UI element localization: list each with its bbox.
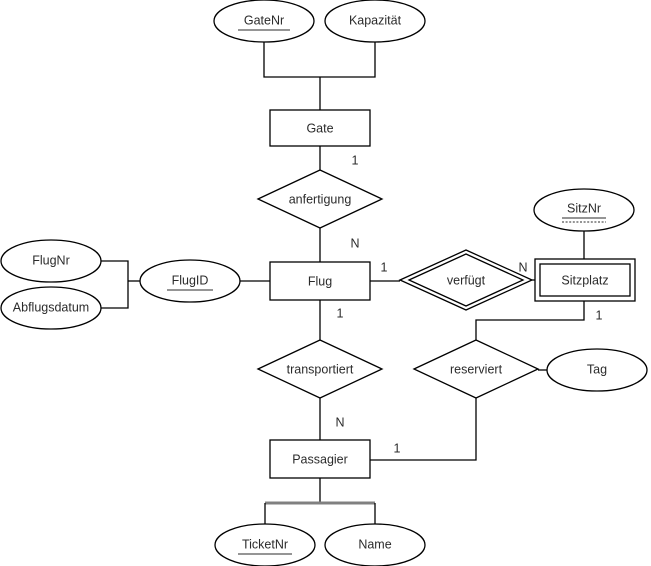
attribute-flugnr[interactable]: FlugNr [0,239,102,283]
connector-reserviert-to-passagier [370,398,477,461]
entity-passagier[interactable]: Passagier [269,439,371,479]
entity-gate-box[interactable] [269,109,371,147]
cardinality-layer: 1 N 1 N 1 N 1 1 [335,153,602,455]
attribute-kapazitaet-label: Kapazität [349,13,402,27]
relationship-anfertigung[interactable]: anfertigung [256,169,384,229]
attribute-ticketnr-label: TicketNr [242,537,288,551]
attribute-gatenr[interactable]: GateNr [213,0,315,43]
connector-layer [101,42,585,524]
relationship-verfuegt-identifying[interactable]: verfügt [398,249,534,311]
attribute-ticketnr[interactable]: TicketNr [214,523,316,566]
attribute-name[interactable]: Name [324,523,426,566]
entity-passagier-label: Passagier [292,452,348,466]
attribute-kapazitaet[interactable]: Kapazität [324,0,426,43]
connector-gatenr-to-bus [263,42,376,78]
cardinality-transportiert-passagier: N [335,415,344,429]
attribute-kapazitaet-ellipse[interactable] [324,0,426,43]
attribute-flugid[interactable]: FlugID [139,259,241,303]
relationship-anfertigung-diamond[interactable] [256,169,384,229]
attribute-flugid-ellipse[interactable] [139,259,241,303]
cardinality-flug-transportiert: 1 [337,306,344,320]
attribute-tag-label: Tag [587,362,607,376]
attribute-abflugsdatum-ellipse[interactable] [0,286,102,330]
attribute-flugnr-ellipse[interactable] [0,239,102,283]
relationship-reserviert-diamond[interactable] [412,339,540,399]
entity-passagier-box[interactable] [269,439,371,479]
entity-sitzplatz-outer-box[interactable] [534,258,636,302]
attribute-abflugsdatum[interactable]: Abflugsdatum [0,286,102,330]
relationship-transportiert-diamond[interactable] [256,339,384,399]
cardinality-sitzplatz-reserviert: 1 [596,308,603,322]
entity-gate[interactable]: Gate [269,109,371,147]
entity-sitzplatz-inner-box [539,263,631,297]
cardinality-anfertigung-flug: N [350,236,359,250]
attribute-tag[interactable]: Tag [546,348,648,392]
attribute-tag-ellipse[interactable] [546,348,648,392]
cardinality-flug-verfuegt: 1 [381,260,388,274]
entity-gate-label: Gate [306,121,333,135]
attribute-flugnr-label: FlugNr [32,253,70,267]
attribute-gatenr-label: GateNr [244,13,284,27]
entity-sitzplatz-label: Sitzplatz [561,273,608,287]
connector-flugnr-abflugsdatum-bus [101,260,129,309]
attribute-sitznr-ellipse[interactable] [533,188,635,232]
attribute-flugid-label: FlugID [172,273,209,287]
relationship-verfuegt-outer-diamond[interactable] [398,249,534,311]
attribute-sitznr-label: SitzNr [567,201,601,215]
attribute-ticketnr-ellipse[interactable] [214,523,316,566]
cardinality-passagier-reserviert: 1 [394,441,401,455]
relationship-reserviert-label: reserviert [450,362,503,376]
cardinality-gate-anfertigung: 1 [352,153,359,167]
entity-flug[interactable]: Flug [269,261,371,301]
relationship-anfertigung-label: anfertigung [289,192,352,206]
attribute-sitznr[interactable]: SitzNr [533,188,635,232]
entity-sitzplatz-weak[interactable]: Sitzplatz [534,258,636,302]
relationship-verfuegt-label: verfügt [447,273,486,287]
entity-flug-box[interactable] [269,261,371,301]
relationship-transportiert-label: transportiert [287,362,354,376]
relationship-verfuegt-inner-diamond [407,253,525,307]
connector-sitzplatz-to-reserviert [475,301,585,340]
attribute-abflugsdatum-label: Abflugsdatum [13,300,89,314]
attribute-gatenr-ellipse[interactable] [213,0,315,43]
attribute-name-label: Name [358,537,391,551]
attribute-name-ellipse[interactable] [324,523,426,566]
entity-flug-label: Flug [308,274,332,288]
relationship-reserviert[interactable]: reserviert [412,339,540,399]
relationship-transportiert[interactable]: transportiert [256,339,384,399]
cardinality-verfuegt-sitzplatz: N [518,260,527,274]
